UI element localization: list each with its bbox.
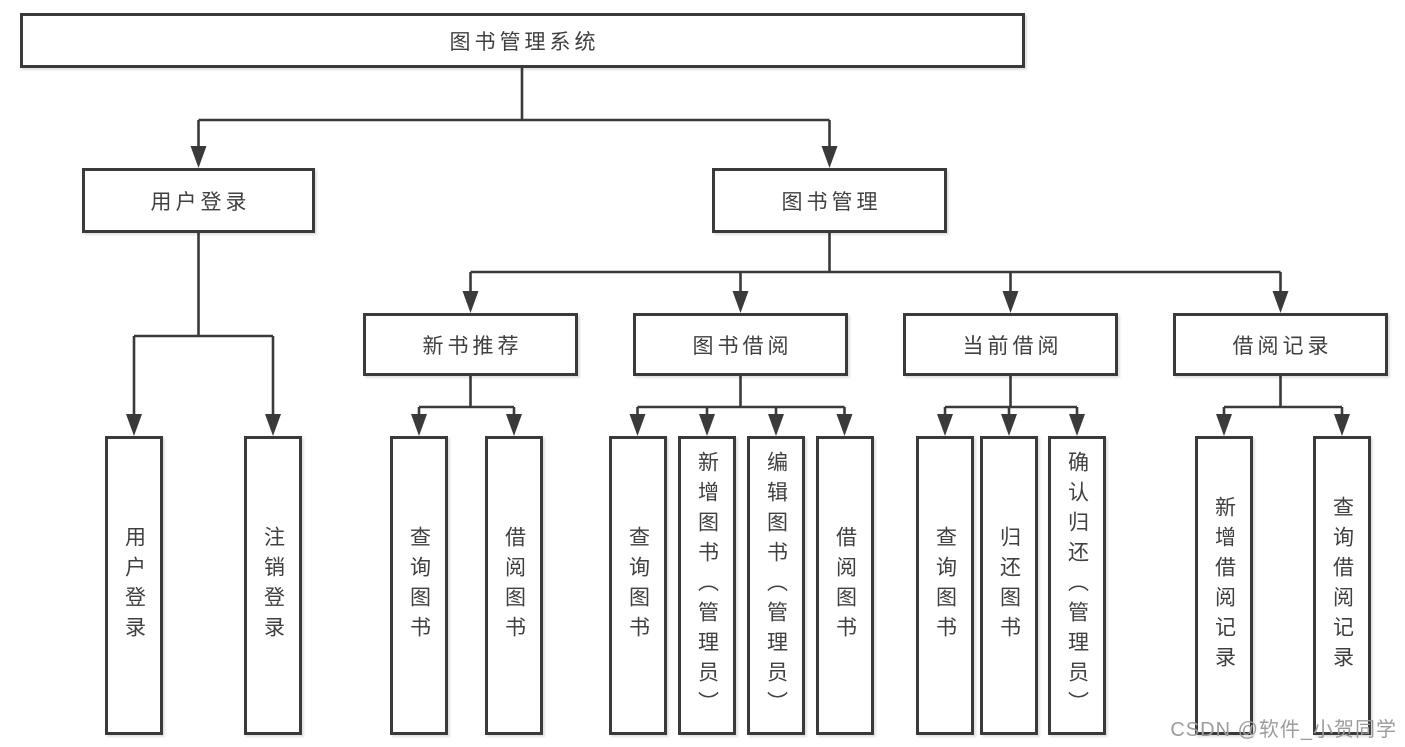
leaf-edit-books-admin: 编辑图书（管理员） [747,436,805,735]
node-book-management: 图书管理 [712,168,947,233]
leaf-query-books-current-label: 查询图书 [933,525,957,646]
leaf-logout-label: 注销登录 [261,525,285,646]
node-new-books-label: 新书推荐 [422,334,523,358]
node-new-books: 新书推荐 [363,313,578,376]
leaf-query-books-borrowing: 查询图书 [609,436,667,735]
leaf-edit-books-admin-label: 编辑图书（管理员） [764,450,788,721]
node-book-borrowing: 图书借阅 [633,313,848,376]
leaf-return-books-label: 归还图书 [997,525,1021,646]
csdn-watermark: CSDN @软件_小贺同学 [1170,719,1397,741]
leaf-query-borrow-record: 查询借阅记录 [1313,436,1371,735]
leaf-return-books: 归还图书 [980,436,1038,735]
leaf-user-login: 用户登录 [105,436,163,735]
leaf-query-borrow-record-label: 查询借阅记录 [1330,495,1354,676]
node-user-login-label: 用户登录 [150,190,251,214]
leaf-confirm-return-admin: 确认归还（管理员） [1048,436,1106,735]
node-borrow-records-label: 借阅记录 [1232,334,1333,358]
leaf-add-borrow-record-label: 新增借阅记录 [1212,495,1236,676]
node-current-borrowing: 当前借阅 [903,313,1118,376]
leaf-query-books-borrowing-label: 查询图书 [626,525,650,646]
leaf-confirm-return-admin-label: 确认归还（管理员） [1065,450,1089,721]
node-user-login: 用户登录 [82,168,315,233]
leaf-borrow-books-recommend-label: 借阅图书 [502,525,526,646]
leaf-user-login-label: 用户登录 [122,525,146,646]
node-book-management-label: 图书管理 [781,190,882,214]
node-root-label: 图书管理系统 [449,30,600,54]
leaf-add-books-admin: 新增图书（管理员） [678,436,736,735]
leaf-borrow-books-borrowing: 借阅图书 [816,436,874,735]
leaf-logout: 注销登录 [244,436,302,735]
node-current-borrowing-label: 当前借阅 [962,334,1063,358]
node-book-borrowing-label: 图书借阅 [692,334,793,358]
leaf-add-borrow-record: 新增借阅记录 [1195,436,1253,735]
node-root: 图书管理系统 [20,13,1025,68]
leaf-add-books-admin-label: 新增图书（管理员） [695,450,719,721]
node-borrow-records: 借阅记录 [1173,313,1388,376]
leaf-query-books-recommend-label: 查询图书 [407,525,431,646]
leaf-borrow-books-borrowing-label: 借阅图书 [833,525,857,646]
leaf-query-books-recommend: 查询图书 [390,436,448,735]
leaf-query-books-current: 查询图书 [916,436,974,735]
leaf-borrow-books-recommend: 借阅图书 [485,436,543,735]
